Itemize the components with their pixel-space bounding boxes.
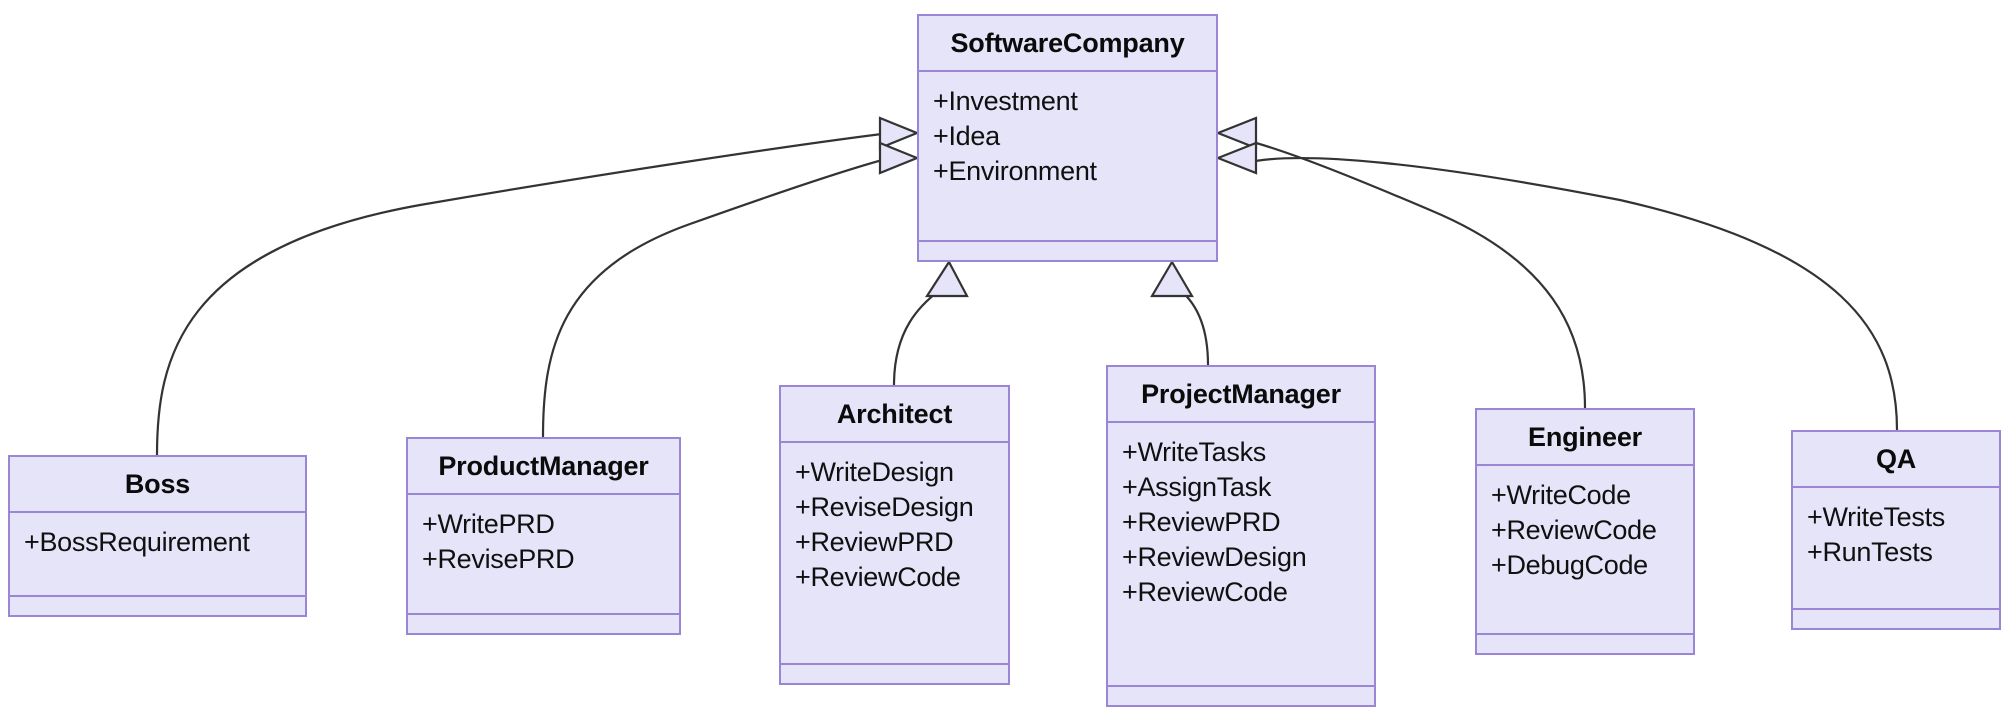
class-attributes-engineer: +WriteCode +ReviewCode +DebugCode — [1477, 466, 1693, 635]
edge-architect-to-softwarecompany — [892, 289, 941, 386]
class-methods-architect — [781, 665, 1008, 683]
class-box-boss[interactable]: Boss +BossRequirement — [8, 455, 307, 617]
class-box-project-manager[interactable]: ProjectManager +WriteTasks +AssignTask +… — [1106, 365, 1376, 707]
class-attributes-architect: +WriteDesign +ReviseDesign +ReviewPRD +R… — [781, 443, 1008, 665]
arrowhead-architect — [924, 259, 969, 298]
class-methods-project-manager — [1108, 687, 1374, 705]
class-methods-boss — [10, 597, 305, 615]
class-title-project-manager: ProjectManager — [1108, 367, 1374, 423]
arrowhead-projectmanager — [1150, 259, 1194, 298]
attribute-item: +ReviewCode — [1122, 577, 1288, 608]
attribute-item: +Idea — [933, 121, 1000, 152]
attribute-item: +WritePRD — [422, 509, 555, 539]
class-methods-engineer — [1477, 635, 1693, 653]
attribute-item: +ReviewPRD — [795, 527, 954, 558]
class-box-qa[interactable]: QA +WriteTests +RunTests — [1791, 430, 2001, 630]
class-title-engineer: Engineer — [1477, 410, 1693, 466]
edge-projectmanager-to-softwarecompany — [1179, 289, 1210, 366]
attribute-item: +ReviewCode — [795, 562, 961, 593]
class-attributes-software-company: +Investment +Idea +Environment — [919, 72, 1216, 242]
attribute-item: +RevisePRD — [422, 544, 575, 575]
class-methods-product-manager — [408, 615, 679, 633]
attribute-item: +ReviewCode — [1491, 515, 1657, 546]
arrowhead-boss — [878, 116, 920, 150]
attribute-item: +ReviseDesign — [795, 492, 974, 523]
class-attributes-project-manager: +WriteTasks +AssignTask +ReviewPRD +Revi… — [1108, 423, 1374, 687]
arrowhead-engineer — [1215, 116, 1258, 150]
class-title-architect: Architect — [781, 387, 1008, 443]
attribute-item: +ReviewDesign — [1122, 542, 1307, 573]
class-attributes-qa: +WriteTests +RunTests — [1793, 488, 1999, 610]
class-methods-qa — [1793, 610, 1999, 628]
attribute-item: +BossRequirement — [24, 527, 250, 557]
attribute-item: +RunTests — [1807, 537, 1933, 568]
attribute-item: +WriteCode — [1491, 480, 1631, 510]
class-methods-software-company — [919, 242, 1216, 260]
class-attributes-product-manager: +WritePRD +RevisePRD — [408, 495, 679, 615]
attribute-item: +WriteDesign — [795, 457, 954, 487]
class-title-product-manager: ProductManager — [408, 439, 679, 495]
attribute-item: +AssignTask — [1122, 472, 1272, 503]
class-title-qa: QA — [1793, 432, 1999, 488]
arrowhead-qa — [1215, 141, 1258, 175]
attribute-item: +Environment — [933, 156, 1097, 187]
class-box-architect[interactable]: Architect +WriteDesign +ReviseDesign +Re… — [779, 385, 1010, 685]
attribute-item: +WriteTasks — [1122, 437, 1266, 467]
class-attributes-boss: +BossRequirement — [10, 513, 305, 597]
arrowhead-productmanager — [878, 141, 920, 175]
attribute-item: +ReviewPRD — [1122, 507, 1281, 538]
attribute-item: +WriteTests — [1807, 502, 1945, 532]
class-title-software-company: SoftwareCompany — [919, 16, 1216, 72]
class-title-boss: Boss — [10, 457, 305, 513]
class-box-product-manager[interactable]: ProductManager +WritePRD +RevisePRD — [406, 437, 681, 635]
attribute-item: +Investment — [933, 86, 1078, 116]
attribute-item: +DebugCode — [1491, 550, 1648, 581]
class-box-engineer[interactable]: Engineer +WriteCode +ReviewCode +DebugCo… — [1475, 408, 1695, 655]
class-box-software-company[interactable]: SoftwareCompany +Investment +Idea +Envir… — [917, 14, 1218, 262]
